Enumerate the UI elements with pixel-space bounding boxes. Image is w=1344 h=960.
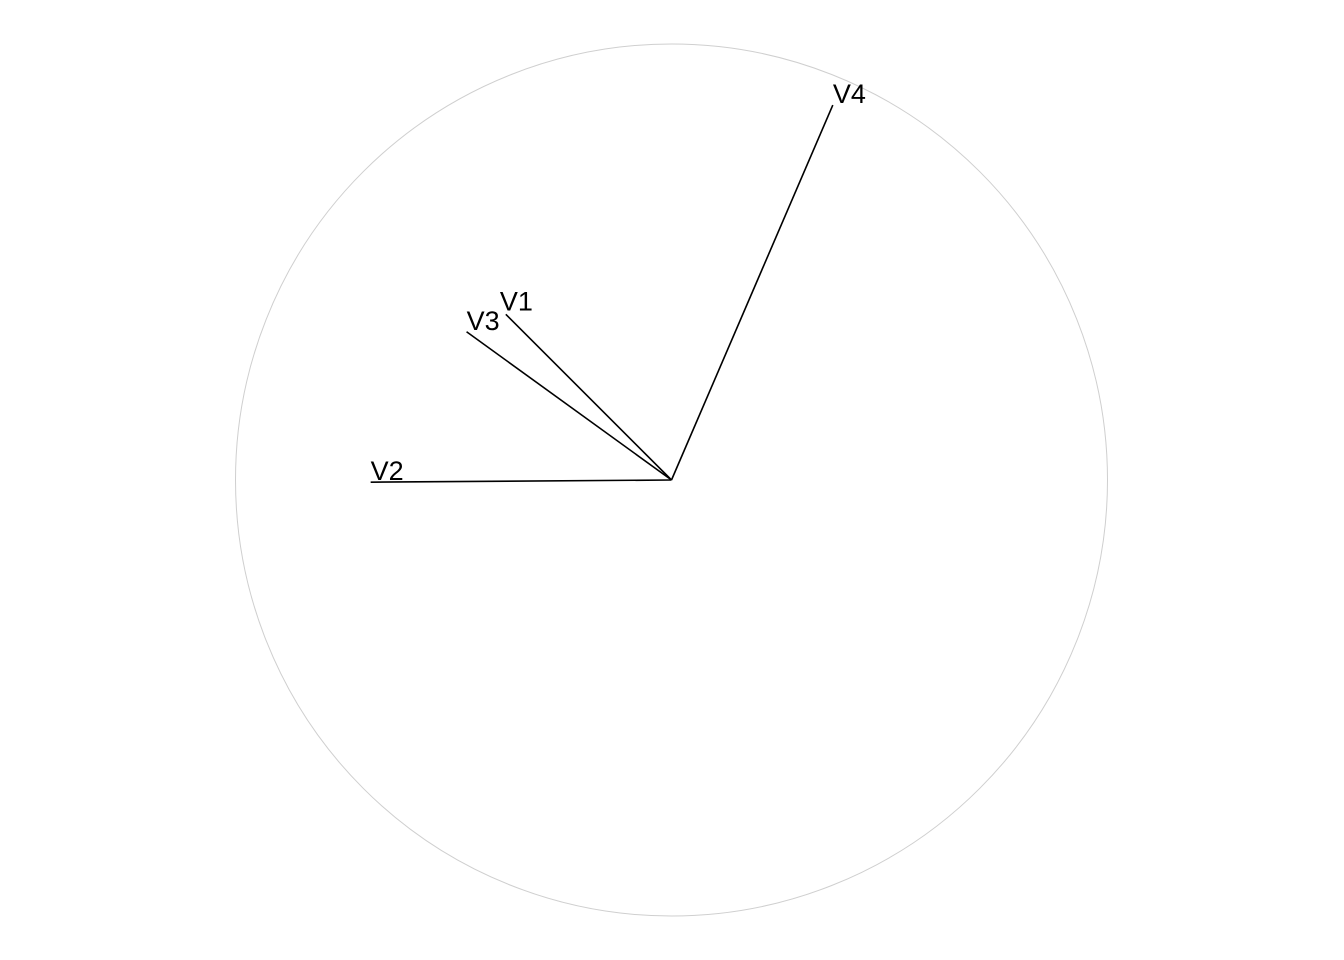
unit-circle xyxy=(235,43,1108,917)
label-v2: V2 xyxy=(371,456,404,486)
vector-v2 xyxy=(370,479,672,483)
label-v1: V1 xyxy=(500,286,533,316)
label-v4: V4 xyxy=(833,79,866,109)
vector-v3 xyxy=(466,331,672,481)
variable-vectors xyxy=(370,104,834,483)
vector-v1 xyxy=(505,313,673,481)
vector-v4 xyxy=(670,104,834,481)
label-v3: V3 xyxy=(467,306,500,336)
